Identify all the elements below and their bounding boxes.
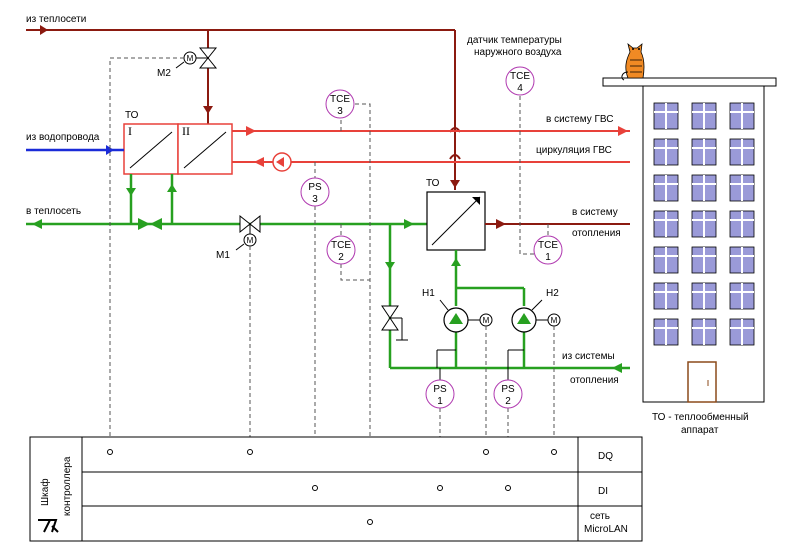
svg-text:3: 3 bbox=[312, 194, 318, 205]
label-to-heating-net: в теплосеть bbox=[26, 206, 81, 217]
svg-text:M: M bbox=[187, 54, 194, 63]
sensor-ps3: PS 3 bbox=[300, 177, 330, 207]
svg-text:1: 1 bbox=[545, 252, 551, 263]
cabinet-net-2: MicroLAN bbox=[584, 524, 628, 535]
svg-text:M: M bbox=[551, 316, 558, 325]
cat-icon bbox=[621, 42, 645, 81]
svg-text:1: 1 bbox=[437, 396, 443, 407]
sensor-tce1: TCE 1 bbox=[533, 235, 563, 265]
svg-text:TCE: TCE bbox=[510, 71, 530, 82]
sensor-tce3: TCE 3 bbox=[325, 89, 355, 119]
label-outdoor-sensor-2: наружного воздуха bbox=[474, 47, 562, 58]
cabinet-net-1: сеть bbox=[590, 511, 610, 522]
svg-text:PS: PS bbox=[433, 384, 447, 395]
label-h2: H2 bbox=[546, 288, 559, 299]
roman-1: I bbox=[128, 124, 132, 138]
label-heating2: отопления bbox=[570, 375, 619, 386]
company-logo bbox=[38, 519, 59, 533]
svg-text:4: 4 bbox=[517, 83, 523, 94]
pump-h1: M bbox=[439, 299, 493, 333]
sensor-ps1: PS 1 bbox=[425, 368, 455, 409]
cabinet-dq: DQ bbox=[598, 451, 613, 462]
label-dhw-circulation: циркуляция ГВС bbox=[536, 145, 612, 156]
legend-line-2: аппарат bbox=[681, 425, 719, 436]
svg-text:2: 2 bbox=[338, 252, 344, 263]
svg-text:3: 3 bbox=[337, 106, 343, 117]
pump-loop bbox=[436, 250, 526, 368]
label-from-systems: из системы bbox=[562, 351, 615, 362]
label-to-system: в систему bbox=[572, 207, 618, 218]
building-door bbox=[687, 361, 717, 403]
svg-text:PS: PS bbox=[308, 182, 322, 193]
heat-exchanger-heating bbox=[426, 191, 486, 251]
dhw-circulation-line bbox=[232, 152, 630, 172]
building bbox=[602, 77, 777, 403]
valve-m1: M bbox=[235, 214, 261, 251]
svg-text:M: M bbox=[247, 236, 254, 245]
heat-exchanger-dhw bbox=[123, 123, 233, 175]
sensor-tce2: TCE 2 bbox=[326, 235, 356, 265]
valve-m2: M bbox=[175, 47, 218, 69]
cabinet-title-1: Шкаф bbox=[39, 478, 51, 506]
label-to-dhw-system: в систему ГВС bbox=[546, 114, 613, 125]
svg-text:TCE: TCE bbox=[538, 240, 558, 251]
label-h1: H1 bbox=[422, 288, 435, 299]
svg-text:TCE: TCE bbox=[331, 240, 351, 251]
return-line bbox=[26, 174, 630, 373]
controller-cabinet bbox=[29, 436, 643, 542]
sensor-ps2: PS 2 bbox=[493, 368, 523, 409]
label-from-water-supply: из водопровода bbox=[26, 132, 100, 143]
svg-text:TCE: TCE bbox=[330, 94, 350, 105]
dhw-supply-line bbox=[232, 126, 630, 136]
label-from-heating-net: из теплосети bbox=[26, 14, 86, 25]
label-to-left: ТО bbox=[125, 110, 139, 121]
cabinet-di: DI bbox=[598, 486, 608, 497]
label-outdoor-sensor-1: датчик температуры bbox=[467, 35, 562, 46]
legend-line-1: ТО - теплообменный bbox=[652, 411, 749, 423]
svg-text:2: 2 bbox=[505, 396, 511, 407]
svg-text:M: M bbox=[483, 316, 490, 325]
building-windows bbox=[653, 102, 755, 346]
label-m2: M2 bbox=[157, 68, 171, 79]
label-m1: M1 bbox=[216, 250, 230, 261]
mixing-valve bbox=[381, 305, 408, 341]
roman-2: II bbox=[182, 124, 190, 138]
svg-text:PS: PS bbox=[501, 384, 515, 395]
sensor-tce4: TCE 4 bbox=[505, 66, 535, 96]
cabinet-title-2: контроллера bbox=[62, 456, 73, 516]
label-heating: отопления bbox=[572, 228, 621, 239]
supply-line bbox=[26, 25, 461, 190]
pump-h2: M bbox=[511, 299, 561, 333]
label-to-right: ТО bbox=[426, 178, 440, 189]
